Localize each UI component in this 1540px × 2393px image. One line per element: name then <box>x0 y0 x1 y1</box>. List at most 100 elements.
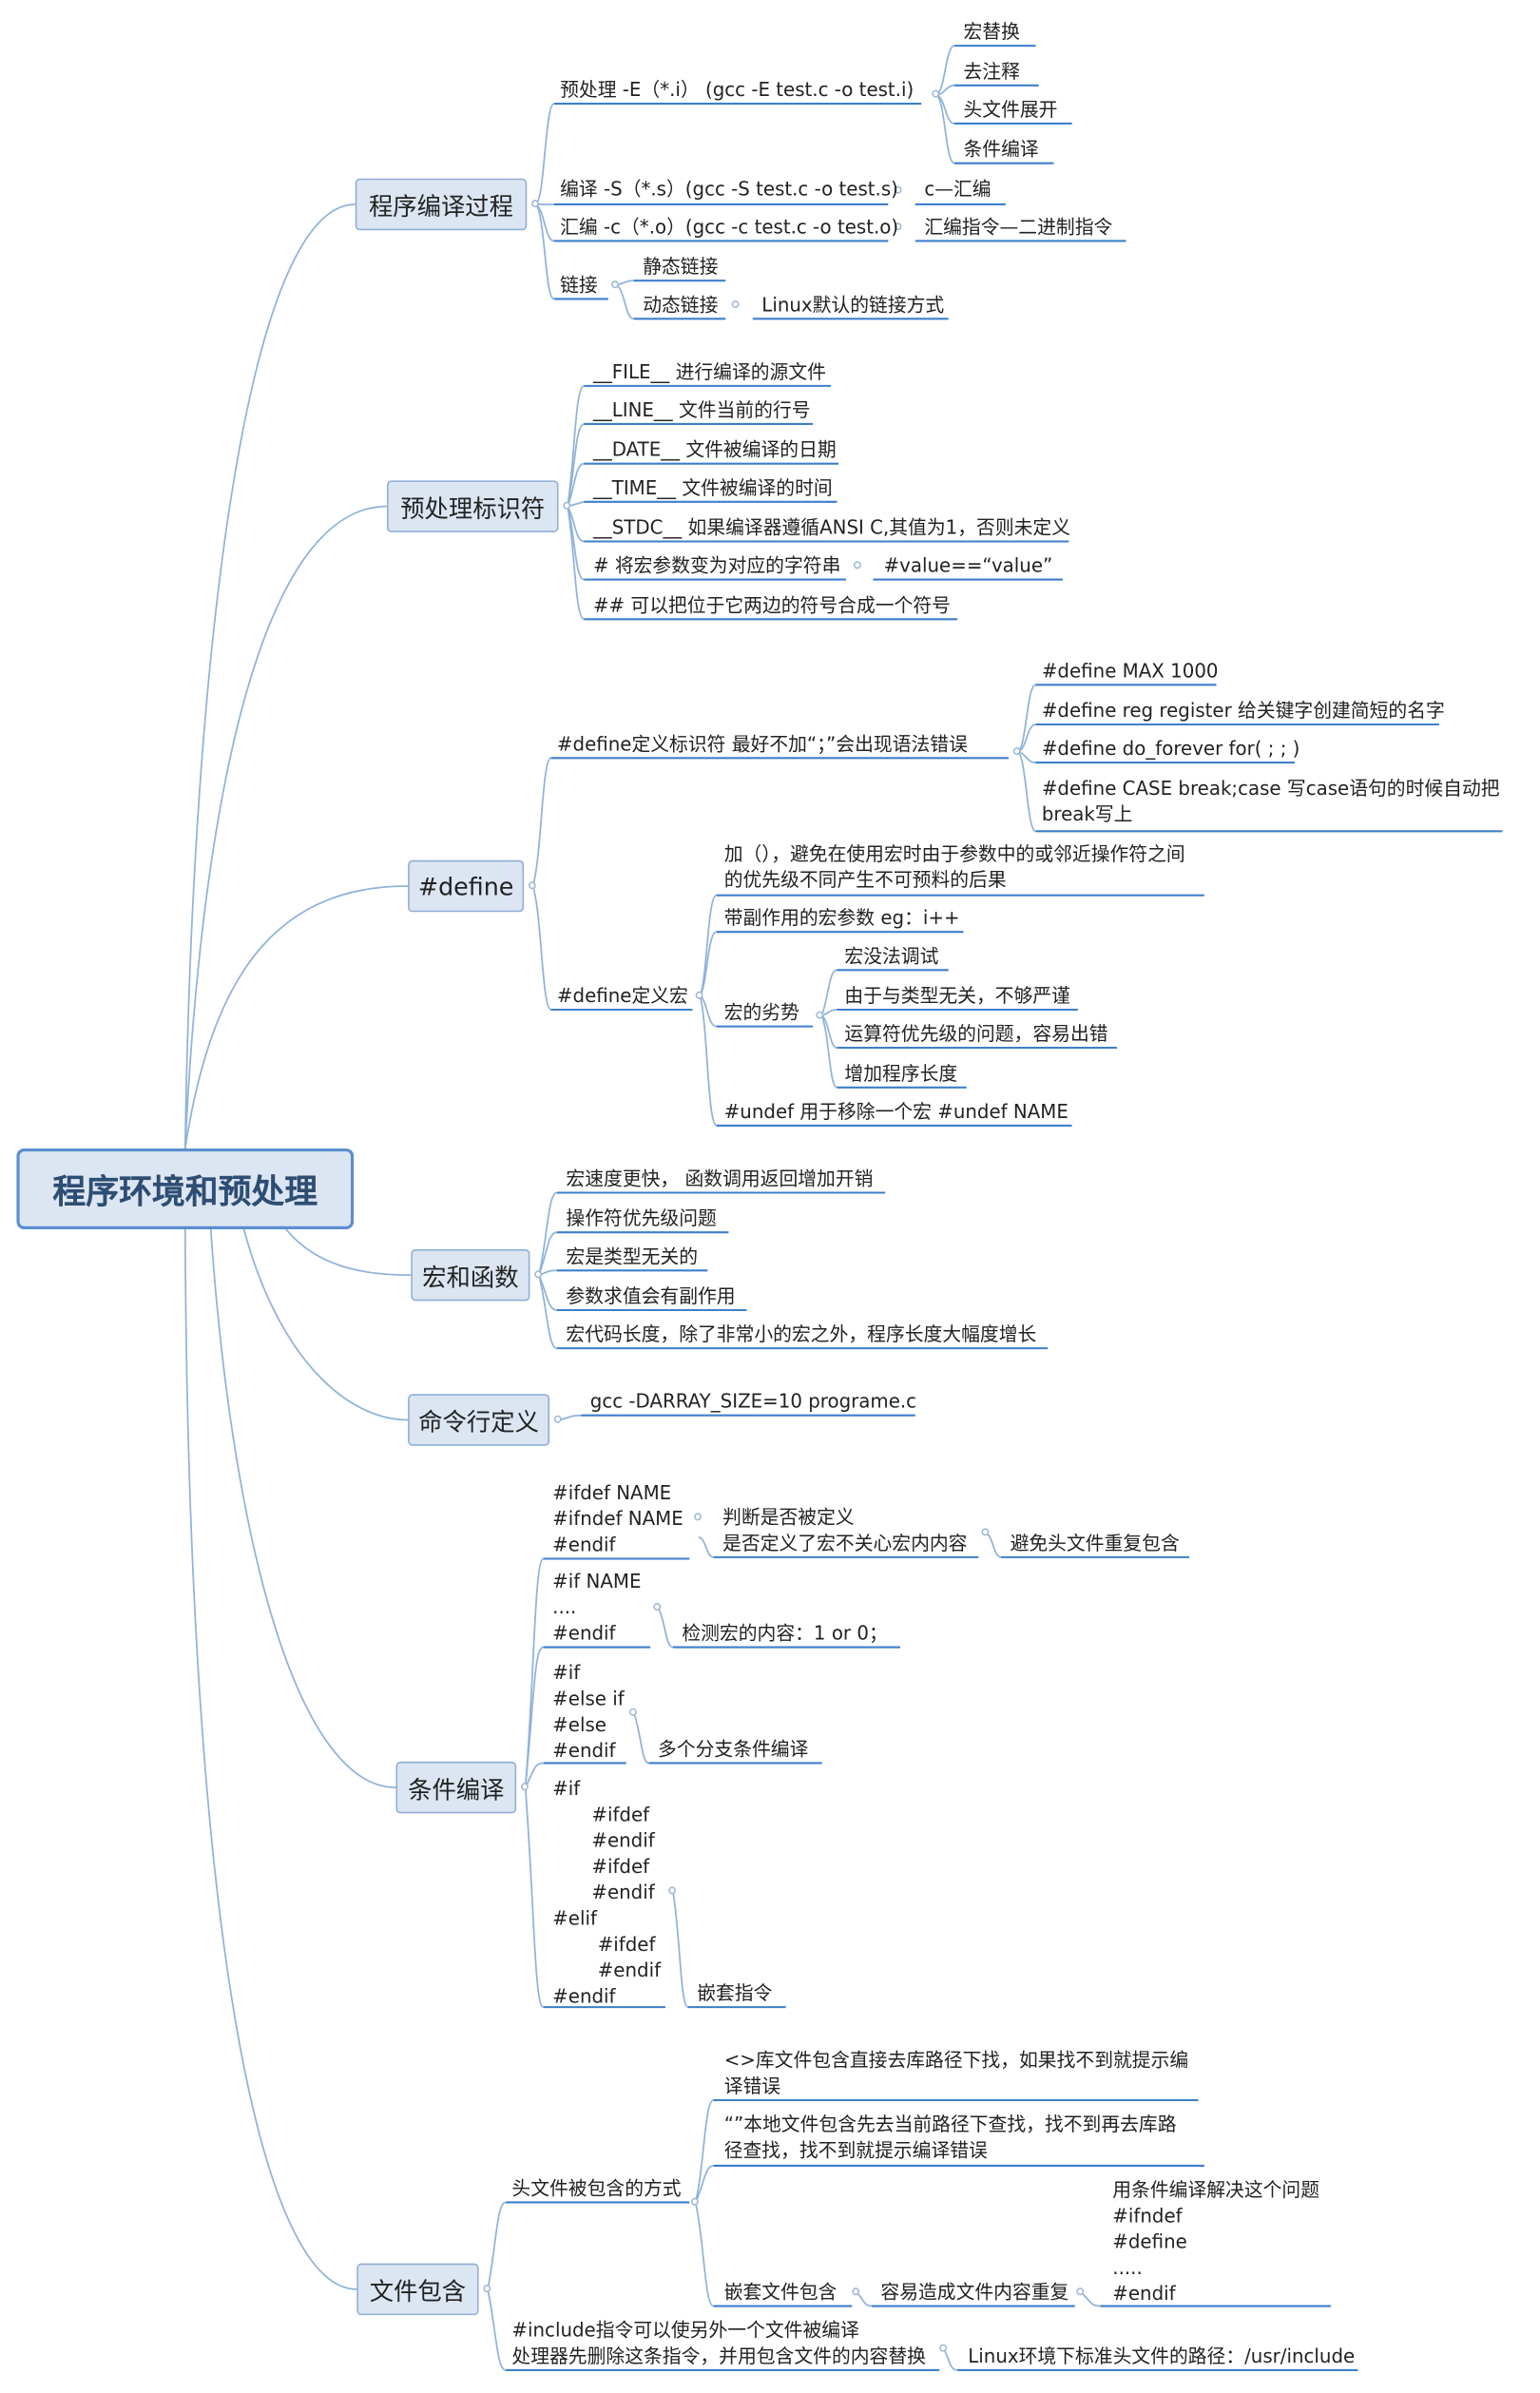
topic-predefined-symbols[interactable]: 预处理标识符 <box>386 480 559 532</box>
macro-function-item[interactable]: 操作符优先级问题 <box>566 1206 717 1229</box>
predefined-file[interactable]: __FILE__ 进行编译的源文件 <box>592 359 826 383</box>
ifdef-note-2[interactable]: 避免头文件重复包含 <box>1010 1531 1180 1554</box>
macro-disadvantage[interactable]: 由于与类型无关，不够严谨 <box>844 983 1070 1007</box>
collapse-icon[interactable] <box>610 280 619 289</box>
topic-conditional-label: 条件编译 <box>408 1775 505 1804</box>
collapse-icon[interactable] <box>563 501 571 510</box>
preprocess-item[interactable]: 条件编译 <box>963 137 1039 161</box>
if-name-block[interactable]: #if NAME .... #endif <box>552 1568 641 1646</box>
predefined-stdc[interactable]: __STDC__ 如果编译器遵循ANSI C,其值为1，否则未定义 <box>592 515 1071 539</box>
collapse-icon[interactable] <box>1012 747 1021 756</box>
predefined-double-hash[interactable]: ## 可以把位于它两边的符号合成一个符号 <box>592 593 951 617</box>
nested-block[interactable]: #if #ifdef #endif #ifdef #endif #elif #i… <box>552 1775 661 2008</box>
ifdef-note[interactable]: 判断是否被定义 是否定义了宏不关心宏内内容 <box>722 1504 967 1556</box>
collapse-icon[interactable] <box>939 2344 948 2352</box>
preprocess-item[interactable]: 宏替换 <box>963 19 1020 43</box>
macro-function-item[interactable]: 宏速度更快， 函数调用返回增加开销 <box>566 1167 874 1190</box>
include-nested-node[interactable]: 嵌套文件包含 <box>723 2280 837 2304</box>
code-line: #else if <box>552 1687 625 1710</box>
ifdef-block[interactable]: #ifdef NAME #ifndef NAME #endif <box>552 1479 683 1557</box>
nested-note[interactable]: 嵌套指令 <box>697 1980 773 2004</box>
define-example[interactable]: #define do_forever for( ; ; ) <box>1041 736 1300 760</box>
topic-command-line-label: 命令行定义 <box>418 1407 539 1438</box>
define-example[interactable]: #define MAX 1000 <box>1041 659 1219 683</box>
predefined-hash[interactable]: # 将宏参数变为对应的字符串 <box>592 553 841 577</box>
text-line: #include指令可以使另外一个文件被编译 <box>511 2318 859 2342</box>
predefined-line[interactable]: __LINE__ 文件当前的行号 <box>592 397 811 421</box>
macro-function-item[interactable]: 宏代码长度，除了非常小的宏之外，程序长度大幅度增长 <box>566 1322 1037 1345</box>
collapse-icon[interactable] <box>520 1783 529 1791</box>
macro-disadvantage[interactable]: 宏没法调试 <box>844 943 939 968</box>
assemble-node[interactable]: 汇编 -c（*.o）(gcc -c test.c -o test.o) <box>560 215 899 239</box>
static-link-node[interactable]: 静态链接 <box>643 254 719 278</box>
topic-define[interactable]: #define <box>408 859 525 913</box>
preprocess-node[interactable]: 预处理 -E（*.i） (gcc -E test.c -o test.i) <box>560 77 914 101</box>
collapse-icon[interactable] <box>534 1270 543 1279</box>
collapse-icon[interactable] <box>816 1011 824 1019</box>
collapse-icon[interactable] <box>981 1528 990 1536</box>
collapse-icon[interactable] <box>690 2197 699 2206</box>
compile-note[interactable]: c—汇编 <box>924 177 991 201</box>
compile-node[interactable]: 编译 -S（*.s）(gcc -S test.c -o test.s) <box>560 177 898 201</box>
code-line: #ifdef <box>591 1854 650 1878</box>
multi-branch-block[interactable]: #if #else if #else #endif <box>552 1659 625 1763</box>
include-directive-node[interactable]: #include指令可以使另外一个文件被编译 处理器先删除这条指令，并用包含文件… <box>511 2317 926 2369</box>
define-identifier-node[interactable]: #define定义标识符 最好不加“；”会出现语法错误 <box>556 732 968 756</box>
predefined-time[interactable]: __TIME__ 文件被编译的时间 <box>592 475 833 499</box>
collapse-icon[interactable] <box>932 89 940 98</box>
dynamic-link-node[interactable]: 动态链接 <box>643 293 719 317</box>
predefined-hash-note[interactable]: #value==“value” <box>883 553 1053 577</box>
include-angle-brackets[interactable]: <>库文件包含直接去库路径下找，如果找不到就提示编 译错误 <box>724 2047 1188 2099</box>
collapse-icon[interactable] <box>731 300 740 309</box>
define-macro-node[interactable]: #define定义宏 <box>556 983 688 1007</box>
preprocess-item[interactable]: 去注释 <box>963 59 1020 83</box>
macro-function-item[interactable]: 宏是类型无关的 <box>566 1245 699 1268</box>
collapse-icon[interactable] <box>628 1708 637 1716</box>
code-line: #define <box>1112 2229 1187 2253</box>
assemble-note[interactable]: 汇编指令—二进制指令 <box>924 215 1113 239</box>
collapse-icon[interactable] <box>894 185 902 194</box>
define-example-case[interactable]: #define CASE break;case 写case语句的时候自动把 br… <box>1042 775 1500 827</box>
macro-parentheses-note[interactable]: 加（），避免在使用宏时由于参数中的或邻近操作符之间 的优先级不同产生不可预料的后… <box>724 840 1185 893</box>
collapse-icon[interactable] <box>695 991 703 999</box>
multi-branch-note[interactable]: 多个分支条件编译 <box>658 1737 809 1761</box>
topic-conditional[interactable]: 条件编译 <box>395 1761 517 1814</box>
topic-define-label: #define <box>417 871 514 901</box>
dynamic-link-note[interactable]: Linux默认的链接方式 <box>761 293 945 317</box>
collapse-icon[interactable] <box>531 200 539 208</box>
link-node[interactable]: 链接 <box>560 273 598 297</box>
collapse-icon[interactable] <box>528 881 536 890</box>
macro-function-item[interactable]: 参数求值会有副作用 <box>566 1283 736 1307</box>
collapse-icon[interactable] <box>553 1415 562 1423</box>
collapse-icon[interactable] <box>853 561 861 569</box>
collapse-icon[interactable] <box>483 2285 491 2293</box>
include-guard-solution[interactable]: 用条件编译解决这个问题 #ifndef #define ..... #endif <box>1112 2176 1319 2306</box>
topic-file-include[interactable]: 文件包含 <box>356 2263 479 2316</box>
macro-side-effect[interactable]: 带副作用的宏参数 eg：i++ <box>723 905 960 929</box>
macro-disadvantage[interactable]: 增加程序长度 <box>844 1061 958 1085</box>
code-line: #endif <box>591 1828 655 1852</box>
macro-disadvantages-node[interactable]: 宏的劣势 <box>723 1000 799 1024</box>
collapse-icon[interactable] <box>653 1603 662 1611</box>
if-name-note[interactable]: 检测宏的内容：1 or 0； <box>682 1621 888 1645</box>
collapse-icon[interactable] <box>894 222 902 231</box>
topic-command-line[interactable]: 命令行定义 <box>408 1394 550 1446</box>
preprocess-item[interactable]: 头文件展开 <box>963 97 1058 121</box>
macro-disadvantage[interactable]: 运算符优先级的问题，容易出错 <box>844 1021 1108 1045</box>
predefined-date[interactable]: __DATE__ 文件被编译的日期 <box>592 437 837 461</box>
macro-undef[interactable]: #undef 用于移除一个宏 #undef NAME <box>723 1099 1068 1123</box>
topic-compile-process[interactable]: 程序编译过程 <box>355 178 528 231</box>
command-line-item[interactable]: gcc -DARRAY_SIZE=10 programe.c <box>589 1389 917 1413</box>
root-topic[interactable]: 程序环境和预处理 <box>16 1148 355 1229</box>
collapse-icon[interactable] <box>852 2287 860 2296</box>
include-path-note[interactable]: Linux环境下标准头文件的路径：/usr/include <box>968 2344 1356 2367</box>
include-ways-node[interactable]: 头文件被包含的方式 <box>511 2176 682 2200</box>
define-example[interactable]: #define reg register 给关键字创建简短的名字 <box>1041 698 1445 722</box>
include-nested-note[interactable]: 容易造成文件内容重复 <box>880 2280 1069 2304</box>
topic-macro-vs-function[interactable]: 宏和函数 <box>411 1248 530 1302</box>
collapse-icon[interactable] <box>1076 2287 1085 2296</box>
collapse-icon[interactable] <box>668 1886 677 1895</box>
include-quotes[interactable]: “”本地文件包含先去当前路径下查找，找不到再去库路 径查找，找不到就提示编译错误 <box>724 2111 1177 2163</box>
collapse-icon[interactable] <box>694 1513 702 1521</box>
code-line: #ifndef <box>1112 2204 1183 2228</box>
